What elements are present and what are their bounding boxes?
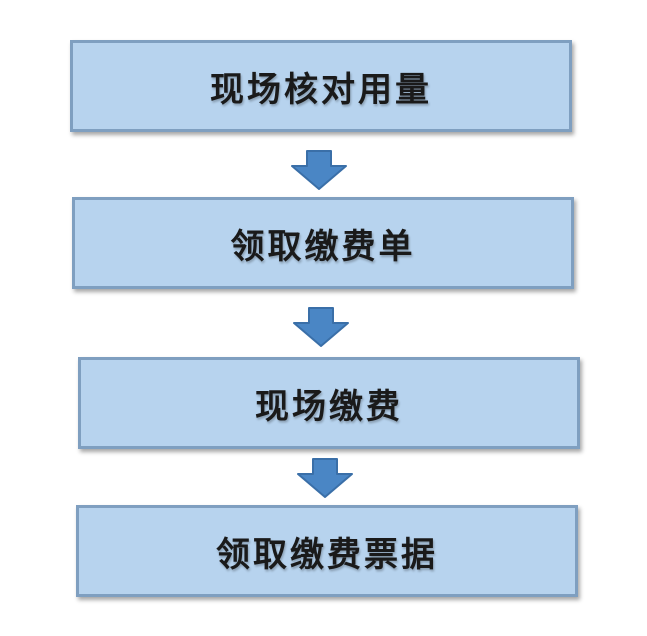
down-arrow-icon: [297, 458, 353, 498]
down-arrow-icon: [293, 307, 349, 347]
step-box-check-usage: 现场核对用量: [70, 40, 572, 132]
step-box-get-receipt: 领取缴费票据: [76, 505, 578, 597]
step-label: 领取缴费票据: [216, 534, 438, 575]
step-box-get-payment-slip: 领取缴费单: [72, 197, 574, 289]
step-label: 现场缴费: [255, 386, 403, 427]
step-label: 现场核对用量: [210, 69, 432, 110]
step-label: 领取缴费单: [230, 226, 416, 267]
step-box-onsite-payment: 现场缴费: [78, 357, 580, 449]
down-arrow-icon: [291, 150, 347, 190]
